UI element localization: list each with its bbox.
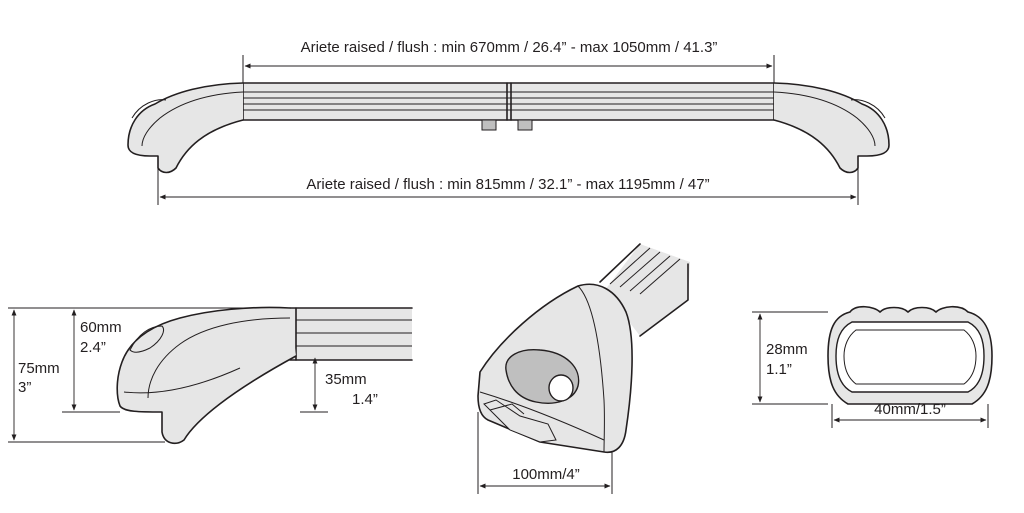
total-height-mm: 75mm <box>18 360 60 377</box>
total-height-in: 3” <box>18 379 31 396</box>
profile-width-label: 40mm/1.5” <box>874 401 946 418</box>
bar-height-in: 1.4” <box>352 391 378 408</box>
bar-cross-section: 28mm 1.1” 40mm/1.5” <box>752 305 993 428</box>
profile-height-in: 1.1” <box>766 361 792 378</box>
foot-width-label: 100mm/4” <box>512 466 580 483</box>
foot-side-detail: 75mm 3” 60mm 2.4” 35mm 1.4” <box>8 306 413 445</box>
top-bar-dimension-label: Ariete raised / flush : min 670mm / 26.4… <box>301 39 718 56</box>
profile-height-mm: 28mm <box>766 341 808 358</box>
foot-height-mm: 60mm <box>80 319 122 336</box>
foot-height-in: 2.4” <box>80 339 106 356</box>
side-view-full-bar: Ariete raised / flush : min 670mm / 26.4… <box>127 39 890 205</box>
bar-height-mm: 35mm <box>325 371 367 388</box>
foot-perspective-view: 100mm/4” <box>477 243 690 494</box>
overall-dimension-label: Ariete raised / flush : min 815mm / 32.1… <box>306 176 709 193</box>
